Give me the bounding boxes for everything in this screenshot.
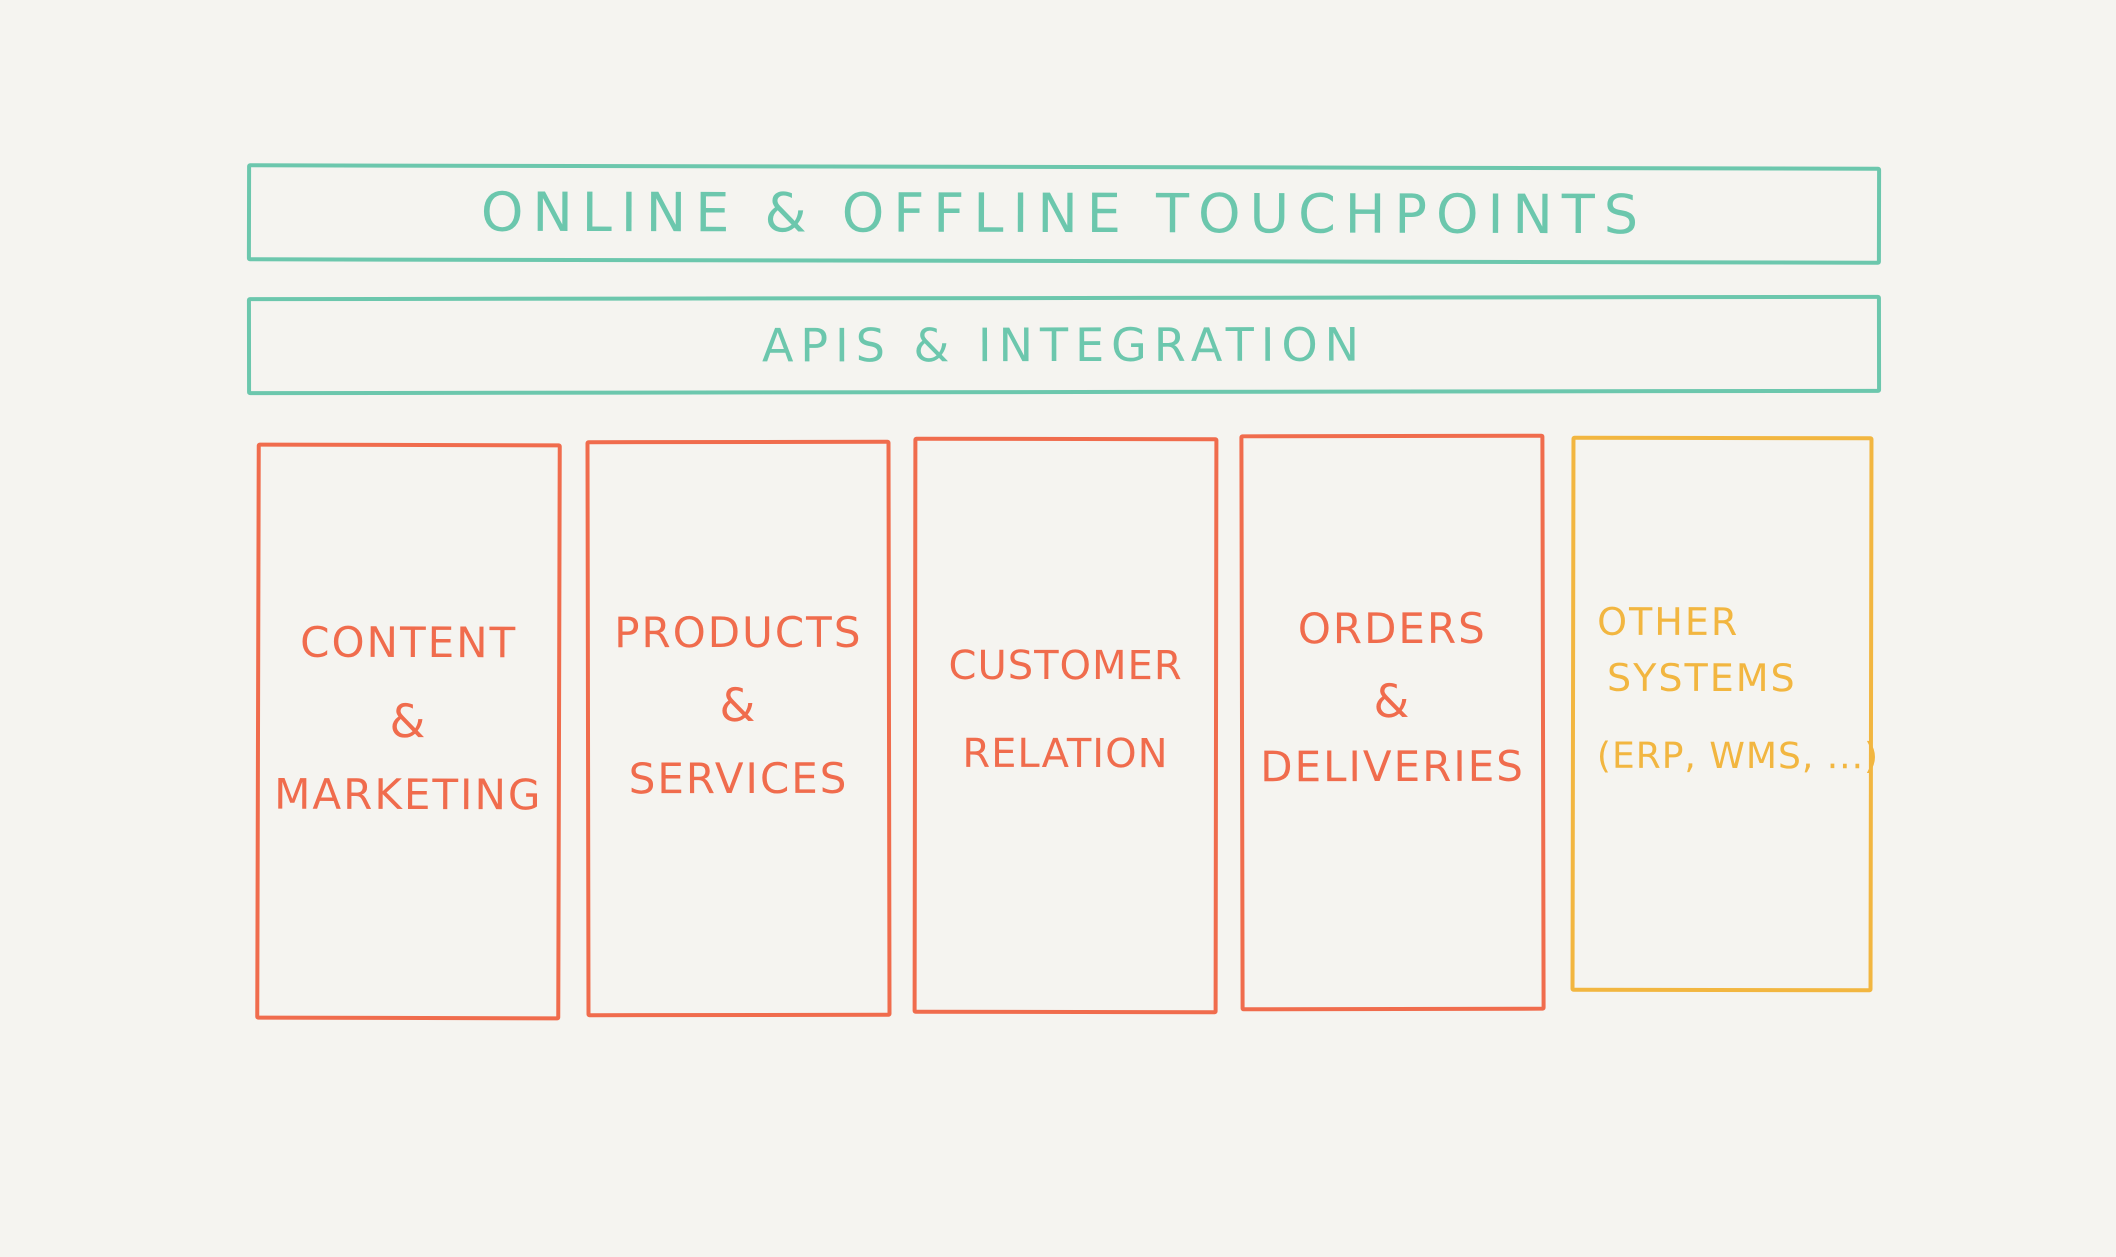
products-label-line1: PRODUCTS — [614, 607, 863, 658]
other-label-line3: (ERP, WMS, ...) — [1596, 735, 1880, 778]
products-label-line2: & — [719, 677, 758, 733]
touchpoints-layer: ONLINE & OFFLINE TOUCHPOINTS — [246, 163, 1882, 265]
touchpoints-label: ONLINE & OFFLINE TOUCHPOINTS — [480, 180, 1648, 247]
apis-integration-label: APIS & INTEGRATION — [761, 317, 1367, 373]
products-services-box: PRODUCTS & SERVICES — [585, 439, 892, 1018]
products-label-line3: SERVICES — [628, 753, 849, 804]
orders-label-line2: & — [1373, 673, 1412, 729]
content-label-line1: CONTENT — [300, 617, 518, 668]
content-marketing-box: CONTENT & MARKETING — [255, 442, 562, 1021]
customer-relation-box: CUSTOMER RELATION — [912, 436, 1219, 1015]
orders-label-line1: ORDERS — [1297, 603, 1487, 654]
other-systems-box: OTHER SYSTEMS (ERP, WMS, ...) — [1570, 435, 1879, 993]
customer-label-line1: CUSTOMER — [948, 642, 1183, 690]
customer-label-line2: RELATION — [962, 730, 1169, 778]
other-label-line2: SYSTEMS — [1607, 655, 1797, 701]
content-label-line2: & — [389, 693, 428, 749]
orders-label-line3: DELIVERIES — [1260, 741, 1525, 792]
orders-deliveries-box: ORDERS & DELIVERIES — [1239, 433, 1546, 1012]
content-label-line3: MARKETING — [274, 769, 543, 820]
other-label-line1: OTHER — [1597, 599, 1740, 645]
apis-integration-layer: APIS & INTEGRATION — [246, 294, 1882, 396]
